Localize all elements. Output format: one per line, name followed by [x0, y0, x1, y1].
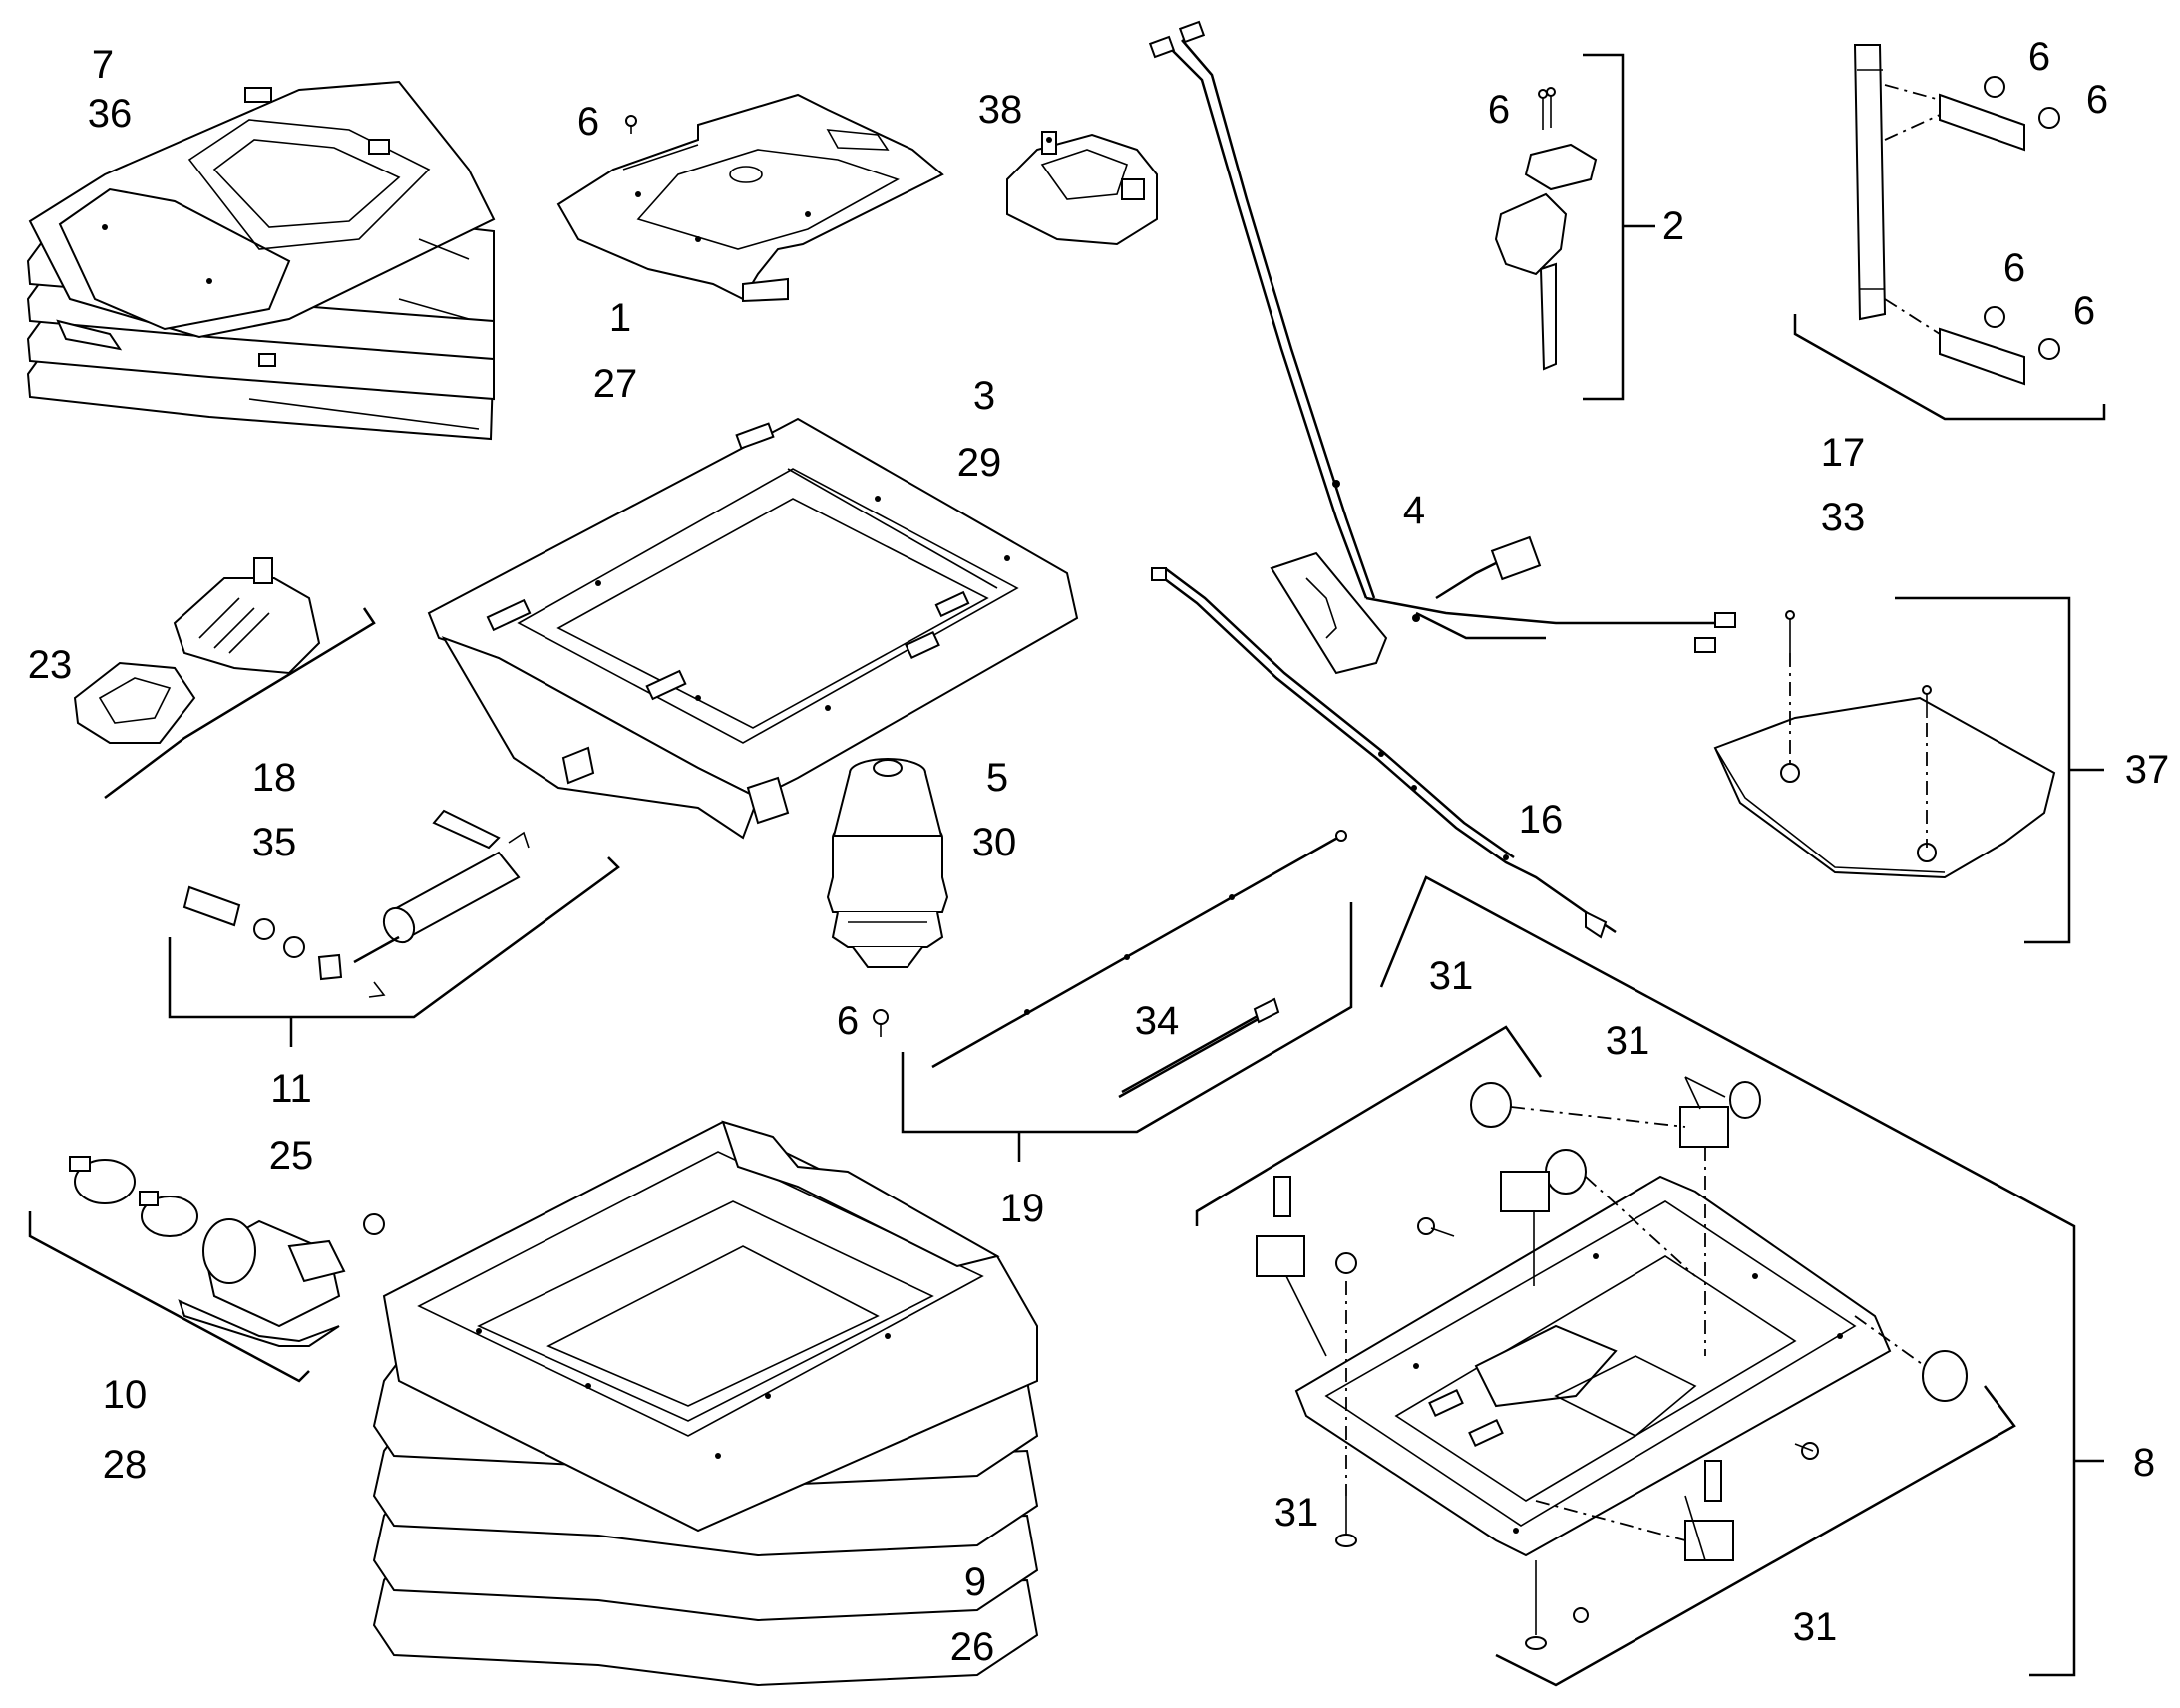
part-number-11: 11	[270, 1067, 312, 1111]
part-number-16: 16	[1519, 798, 1564, 842]
part-18-switch-drawing	[73, 557, 376, 799]
part-number-10: 10	[103, 1373, 148, 1417]
part-number-31: 31	[1606, 1019, 1650, 1063]
motor-10-drawing	[28, 1156, 385, 1383]
part-number-26: 26	[950, 1625, 995, 1669]
part-number-labels: 7 36 6 1 27 38 6 2 6 6 6 6 17 33 3 29 4 …	[28, 35, 2170, 1669]
part-number-38: 38	[978, 88, 1023, 132]
mounting-plate-drawing	[556, 93, 944, 303]
part-number-31: 31	[1793, 1605, 1838, 1649]
part-number-5: 5	[986, 756, 1008, 800]
part-number-3: 3	[973, 374, 995, 418]
part-number-9: 9	[964, 1560, 986, 1604]
part-number-1: 1	[609, 296, 631, 340]
part-number-23: 23	[28, 643, 73, 687]
part-number-31: 31	[1274, 1491, 1319, 1535]
part-number-6: 6	[2073, 289, 2095, 333]
part-number-6: 6	[2086, 78, 2108, 122]
part-17-strap-drawing	[1793, 44, 2106, 421]
part-number-8: 8	[2133, 1441, 2155, 1485]
rod-19-drawing	[901, 830, 1353, 1162]
part-number-17: 17	[1821, 431, 1866, 475]
shock-absorber-drawing	[168, 809, 620, 1047]
part-number-6: 6	[837, 999, 859, 1043]
part-number-6: 6	[2028, 35, 2050, 79]
cable-16-drawing	[1151, 567, 1617, 939]
part-number-18: 18	[252, 756, 297, 800]
air-spring-drawing	[826, 758, 949, 1037]
part-number-25: 25	[269, 1134, 314, 1178]
part-number-36: 36	[88, 92, 133, 136]
part-number-6: 6	[1488, 88, 1510, 132]
part-number-28: 28	[103, 1443, 148, 1487]
bracket-38-drawing	[1006, 131, 1158, 246]
cover-37-drawing	[1713, 596, 2104, 944]
part-number-4: 4	[1403, 489, 1425, 532]
part-number-29: 29	[957, 441, 1002, 485]
part-number-6: 6	[577, 100, 599, 144]
part-number-33: 33	[1821, 496, 1866, 539]
part-number-19: 19	[1000, 1187, 1045, 1230]
part-number-2: 2	[1662, 204, 1684, 248]
seat-frame-drawing	[427, 417, 1079, 840]
part-number-35: 35	[252, 821, 297, 864]
part-number-34: 34	[1135, 999, 1180, 1043]
slide-rail-8-drawing	[1195, 875, 2104, 1687]
part-number-27: 27	[593, 362, 638, 406]
seat-cushion-assembly-drawing	[26, 80, 496, 441]
part-number-6: 6	[2003, 246, 2025, 290]
part-number-31: 31	[1429, 954, 1474, 998]
part-2-assembly-drawing	[1494, 53, 1655, 401]
part-number-7: 7	[92, 43, 114, 87]
part-number-30: 30	[972, 821, 1017, 864]
bellows-9-drawing	[372, 1120, 1039, 1687]
wiring-harness-drawing	[1148, 20, 1736, 675]
part-number-37: 37	[2125, 748, 2170, 792]
